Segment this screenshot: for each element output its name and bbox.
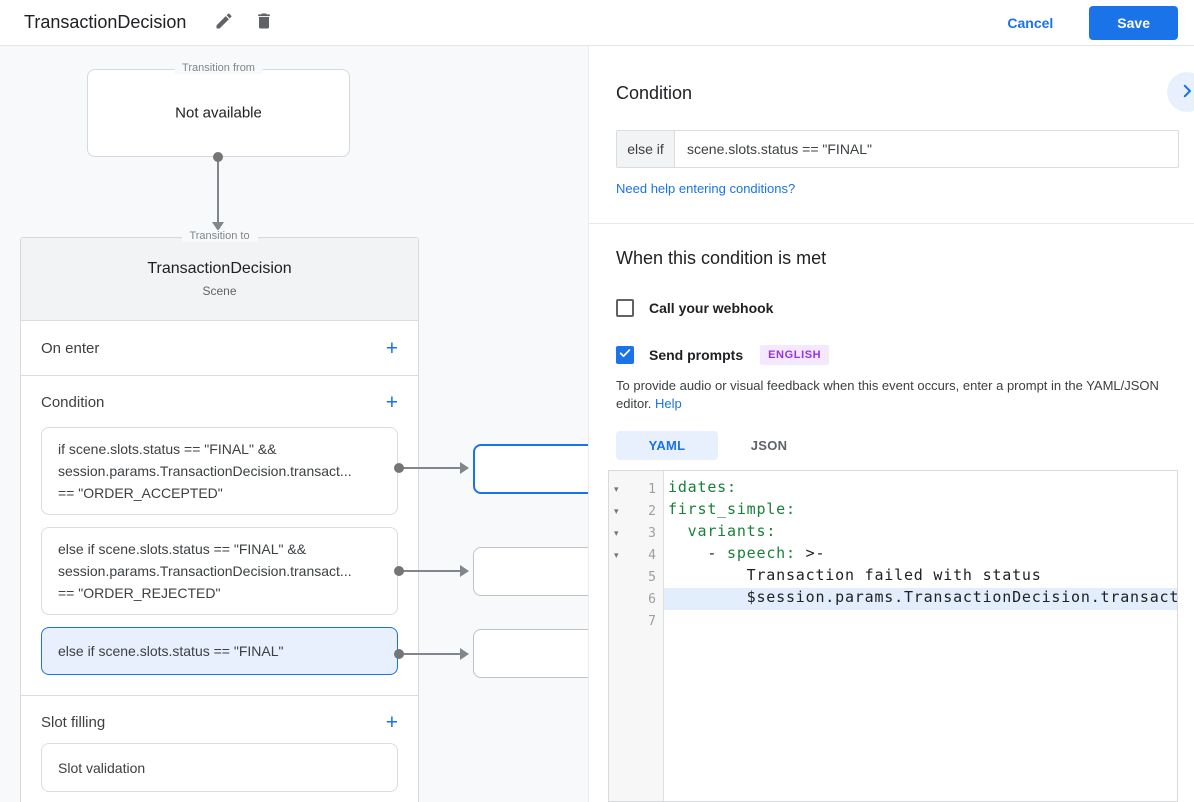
- slot-filling-label: Slot filling: [41, 714, 106, 731]
- tab-json[interactable]: JSON: [718, 431, 820, 460]
- line-number: 2: [648, 503, 656, 519]
- code-line: variants:: [687, 522, 777, 540]
- help-link[interactable]: Help: [655, 396, 682, 411]
- yaml-code-editor: ▾ 1 ▾ 2 ▾ 3 ▾ 4 5 6 7 idates: first_simple: …: [608, 470, 1178, 802]
- condition-prefix: else if: [617, 131, 675, 167]
- code-line: idates:: [668, 478, 737, 496]
- save-button[interactable]: Save: [1089, 5, 1178, 40]
- condition-card-line: else if scene.slots.status == "FINAL" &&: [58, 541, 307, 557]
- editor-gutter: ▾ 1 ▾ 2 ▾ 3 ▾ 4 5 6 7: [609, 471, 664, 801]
- target-node-1[interactable]: [473, 444, 588, 494]
- code-line-active: $session.params.TransactionDecision.tran…: [664, 588, 1177, 610]
- connector-line: [402, 570, 461, 572]
- condition-input-row: else if: [616, 130, 1179, 168]
- condition-card-line: session.params.TransactionDecision.trans…: [58, 463, 352, 479]
- add-on-enter-button[interactable]: +: [385, 336, 398, 360]
- condition-card-line: if scene.slots.status == "FINAL" &&: [58, 441, 277, 457]
- line-number: 7: [648, 613, 656, 629]
- transition-from-label: Transition from: [174, 62, 263, 74]
- condition-card-line: == "ORDER_REJECTED": [58, 585, 221, 601]
- language-badge: ENGLISH: [760, 345, 830, 365]
- connector-line: [217, 156, 219, 222]
- condition-card-2[interactable]: else if scene.slots.status == "FINAL" &&…: [41, 527, 398, 615]
- send-prompts-label[interactable]: Send prompts: [649, 347, 744, 363]
- top-bar: TransactionDecision Cancel Save: [0, 0, 1194, 46]
- condition-card-3-selected[interactable]: else if scene.slots.status == "FINAL": [41, 627, 398, 675]
- collapse-panel-button[interactable]: [1167, 72, 1194, 112]
- editor-tabs: YAML JSON: [616, 431, 1178, 460]
- connector-line: [402, 467, 461, 469]
- target-node-3[interactable]: [473, 629, 588, 678]
- code-line: - speech: >-: [668, 544, 826, 562]
- pencil-icon: [214, 11, 234, 34]
- flow-canvas: Transition from Not available Transition…: [0, 46, 588, 802]
- scene-header[interactable]: TransactionDecision Scene: [21, 238, 418, 321]
- page-title: TransactionDecision: [24, 12, 187, 32]
- transition-from-node[interactable]: Transition from Not available: [87, 62, 350, 157]
- code-line: [664, 610, 1177, 632]
- slot-filling-section: Slot filling + Slot validation: [21, 696, 418, 802]
- condition-heading: Condition: [616, 83, 693, 103]
- prompts-description: To provide audio or visual feedback when…: [616, 377, 1178, 413]
- code-line: Transaction failed with status: [668, 566, 1042, 584]
- line-number: 4: [648, 547, 656, 563]
- line-number: 5: [648, 569, 656, 585]
- condition-input[interactable]: [675, 131, 1178, 167]
- condition-card-1[interactable]: if scene.slots.status == "FINAL" && sess…: [41, 427, 398, 515]
- connector-dot: [394, 566, 404, 576]
- target-node-2[interactable]: [473, 547, 588, 596]
- connector-dot: [394, 463, 404, 473]
- send-prompts-checkbox[interactable]: [616, 346, 634, 364]
- edit-button[interactable]: [212, 11, 236, 35]
- connector-dot: [394, 649, 404, 659]
- condition-card-line: session.params.TransactionDecision.trans…: [58, 563, 352, 579]
- condition-card-line: == "ORDER_ACCEPTED": [58, 485, 223, 501]
- condition-section: Condition + if scene.slots.status == "FI…: [21, 376, 418, 696]
- divider: [589, 223, 1194, 224]
- when-condition-heading: When this condition is met: [616, 248, 827, 268]
- transition-to-node: Transition to TransactionDecision Scene …: [20, 230, 419, 802]
- prompts-description-text: To provide audio or visual feedback when…: [616, 378, 1159, 411]
- on-enter-label: On enter: [41, 339, 100, 357]
- transition-from-value: Not available: [175, 104, 262, 122]
- check-icon: [618, 346, 632, 365]
- chevron-right-icon: [1178, 82, 1194, 103]
- condition-card-line: else if scene.slots.status == "FINAL": [58, 643, 284, 659]
- webhook-row: Call your webhook: [616, 299, 1178, 317]
- fold-chevron-icon[interactable]: ▾: [614, 483, 619, 494]
- line-number: 6: [648, 591, 656, 607]
- arrow-right-icon: [460, 462, 469, 474]
- on-enter-section: On enter +: [21, 321, 418, 376]
- arrow-right-icon: [460, 565, 469, 577]
- condition-label: Condition: [41, 394, 105, 411]
- scene-title: TransactionDecision: [147, 260, 292, 277]
- fold-chevron-icon[interactable]: ▾: [614, 527, 619, 538]
- cancel-button[interactable]: Cancel: [991, 7, 1069, 39]
- arrow-right-icon: [460, 648, 469, 660]
- connector-dot: [213, 152, 223, 162]
- webhook-label[interactable]: Call your webhook: [649, 300, 774, 316]
- line-number: 3: [648, 525, 656, 541]
- scene-subtitle: Scene: [202, 284, 237, 298]
- condition-detail-panel: Condition else if Need help entering con…: [588, 46, 1194, 802]
- fold-chevron-icon[interactable]: ▾: [614, 549, 619, 560]
- add-slot-button[interactable]: +: [385, 711, 398, 734]
- line-number: 1: [648, 481, 656, 497]
- delete-button[interactable]: [252, 11, 276, 35]
- slot-validation-card[interactable]: Slot validation: [41, 743, 398, 792]
- send-prompts-row: Send prompts ENGLISH: [616, 345, 1178, 365]
- editor-code-area[interactable]: idates: first_simple: variants: - speech…: [664, 471, 1177, 801]
- trash-icon: [254, 11, 274, 34]
- transition-to-label: Transition to: [181, 230, 258, 242]
- condition-help-link[interactable]: Need help entering conditions?: [616, 181, 796, 196]
- tab-yaml[interactable]: YAML: [616, 431, 718, 460]
- arrow-down-icon: [212, 222, 224, 231]
- fold-chevron-icon[interactable]: ▾: [614, 505, 619, 516]
- connector-line: [402, 653, 461, 655]
- webhook-checkbox[interactable]: [616, 299, 634, 317]
- code-line: first_simple:: [668, 500, 796, 518]
- add-condition-button[interactable]: +: [385, 391, 398, 414]
